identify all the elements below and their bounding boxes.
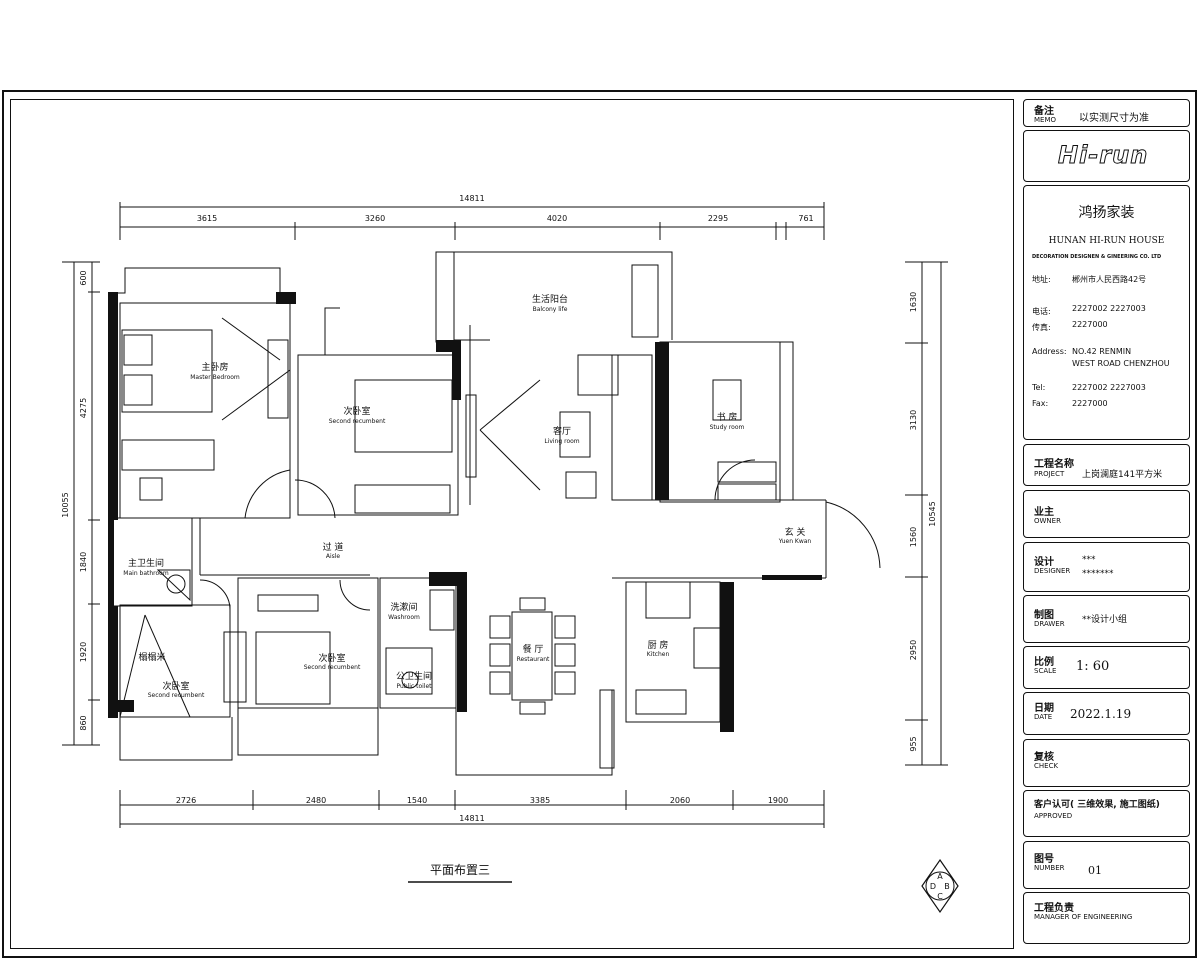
company-name-en: HUNAN HI-RUN HOUSE xyxy=(1048,236,1165,246)
scale-value: 1: 60 xyxy=(1076,659,1110,674)
room-label-aisle: 过 道 xyxy=(323,541,344,553)
room-label-living-en: Living room xyxy=(544,438,579,445)
scale-cell: 比例 SCALE 1: 60 xyxy=(1023,646,1190,689)
room-label-tatami: 榻榻米 xyxy=(138,651,165,663)
compass-letter: C xyxy=(937,892,943,901)
address-en-2: WEST ROAD CHENZHOU xyxy=(1072,359,1170,368)
dim-bottom-total: 14811 xyxy=(459,814,484,823)
designer-value: *** xyxy=(1082,555,1096,565)
dim-left: 1840 xyxy=(79,552,88,572)
room-label-entry: 玄 关 xyxy=(785,526,806,538)
room-label-entry-en: Yuen Kwan xyxy=(778,538,812,545)
dim-top: 4020 xyxy=(547,214,567,223)
drawing-area xyxy=(10,99,1014,949)
project-cell: 工程名称 PROJECT 上岗澜庭141平方米 xyxy=(1023,444,1190,486)
room-label-kitchen: 厨 房 xyxy=(648,639,669,651)
dim-bottom: 2060 xyxy=(670,796,690,805)
dim-right: 955 xyxy=(909,736,918,751)
compass-letter: A xyxy=(937,872,943,881)
room-label-second1: 次卧室 xyxy=(343,405,370,417)
dim-left: 4275 xyxy=(79,398,88,418)
designer-cell: 设计 DESIGNER *** ******* xyxy=(1023,542,1190,592)
room-label-master: 主卧房 xyxy=(201,361,228,373)
dim-right: 2950 xyxy=(909,640,918,660)
drawing-frame xyxy=(2,90,1197,958)
room-label-second3: 次卧室 xyxy=(318,652,345,664)
title-block: 备注 MEMO 以实测尺寸为准 Hi-run 鸿扬家装 HUNAN HI-RUN… xyxy=(1019,99,1194,949)
owner-cell: 业主 OWNER xyxy=(1023,490,1190,538)
check-cell: 复核 CHECK xyxy=(1023,739,1190,787)
dim-top: 761 xyxy=(798,214,813,223)
dim-right: 3130 xyxy=(909,410,918,430)
company-cell: 鸿扬家装 HUNAN HI-RUN HOUSE DECORATION DESIG… xyxy=(1023,185,1190,440)
company-subtitle: DECORATION DESIGNEN & GINEERING CO. LTD xyxy=(1032,254,1162,260)
dim-right: 1630 xyxy=(909,292,918,312)
compass-letter: D xyxy=(930,882,936,891)
dim-bottom: 1900 xyxy=(768,796,788,805)
manager-cell: 工程负责 MANAGER OF ENGINEERING xyxy=(1023,892,1190,944)
approved-cell: 客户认可( 三维效果, 施工图纸) APPROVED xyxy=(1023,790,1190,837)
tel-cn: 2227002 2227003 xyxy=(1072,304,1146,313)
memo-value: 以实测尺寸为准 xyxy=(1079,113,1149,124)
company-name-cn: 鸿扬家装 xyxy=(1078,205,1135,221)
compass-letter: B xyxy=(944,882,950,891)
fax-en: 2227000 xyxy=(1072,399,1108,408)
room-label-master-en: Master Bedroom xyxy=(190,374,240,381)
room-label-kitchen-en: Kitchen xyxy=(647,651,670,658)
number-cell: 图号 NUMBER 01 xyxy=(1023,841,1190,889)
designer-value: ******* xyxy=(1082,569,1114,579)
dim-top-total: 14811 xyxy=(459,194,484,203)
date-cell: 日期 DATE 2022.1.19 xyxy=(1023,692,1190,735)
room-label-mainbath: 主卫生间 xyxy=(128,557,164,569)
dim-right-total: 10545 xyxy=(928,501,937,526)
drawer-cell: 制图 DRAWER **设计小组 xyxy=(1023,595,1190,643)
dim-right: 1560 xyxy=(909,527,918,547)
address-cn: 郴州市人民西路42号 xyxy=(1072,275,1147,284)
drawing-title: 平面布置三 xyxy=(430,863,490,877)
dim-bottom: 2726 xyxy=(176,796,196,805)
room-label-balcony: 生活阳台 xyxy=(532,293,568,305)
room-label-second2-en: Second recumbent xyxy=(148,692,205,699)
dim-top: 2295 xyxy=(708,214,728,223)
dim-top: 3615 xyxy=(197,214,217,223)
number-value: 01 xyxy=(1088,864,1102,877)
drawer-value: **设计小组 xyxy=(1082,615,1128,625)
dim-left: 1920 xyxy=(79,642,88,662)
date-value: 2022.1.19 xyxy=(1070,707,1132,721)
dim-left: 600 xyxy=(79,270,88,285)
room-label-second3-en: Second recumbent xyxy=(304,664,361,671)
room-label-living: 客厅 xyxy=(553,425,571,437)
room-label-restaurant-en: Restaurant xyxy=(517,656,550,663)
address-en-1: NO.42 RENMIN xyxy=(1072,347,1132,356)
room-label-restaurant: 餐 厅 xyxy=(523,643,544,655)
room-label-second1-en: Second recumbent xyxy=(329,418,386,425)
company-logo: Hi-run xyxy=(1057,141,1149,170)
project-value: 上岗澜庭141平方米 xyxy=(1082,470,1163,480)
room-label-study-en: Study room xyxy=(710,424,745,431)
room-label-study: 书 房 xyxy=(717,411,738,423)
dim-bottom: 3385 xyxy=(530,796,550,805)
dim-bottom: 1540 xyxy=(407,796,427,805)
room-label-aisle-en: Aisle xyxy=(326,553,341,560)
fax-cn: 2227000 xyxy=(1072,320,1108,329)
compass-icon: A B C D xyxy=(921,858,959,914)
memo-cell: 备注 MEMO 以实测尺寸为准 xyxy=(1023,99,1190,127)
room-label-mainbath-en: Main bathroom xyxy=(123,570,169,577)
tel-en: 2227002 2227003 xyxy=(1072,383,1146,392)
logo-cell: Hi-run xyxy=(1023,130,1190,182)
room-label-wash-en: Washroom xyxy=(388,614,420,621)
dim-left-total: 10055 xyxy=(61,492,70,517)
dim-left: 860 xyxy=(79,715,88,730)
room-label-second2: 次卧室 xyxy=(162,680,189,692)
room-label-wash: 洗漱间 xyxy=(390,601,417,613)
dim-bottom: 2480 xyxy=(306,796,326,805)
room-label-publictoilet-en: Public toilet xyxy=(396,683,432,690)
room-label-balcony-en: Balcony life xyxy=(533,306,568,313)
room-label-publictoilet: 公卫生间 xyxy=(396,670,432,682)
dim-top: 3260 xyxy=(365,214,385,223)
